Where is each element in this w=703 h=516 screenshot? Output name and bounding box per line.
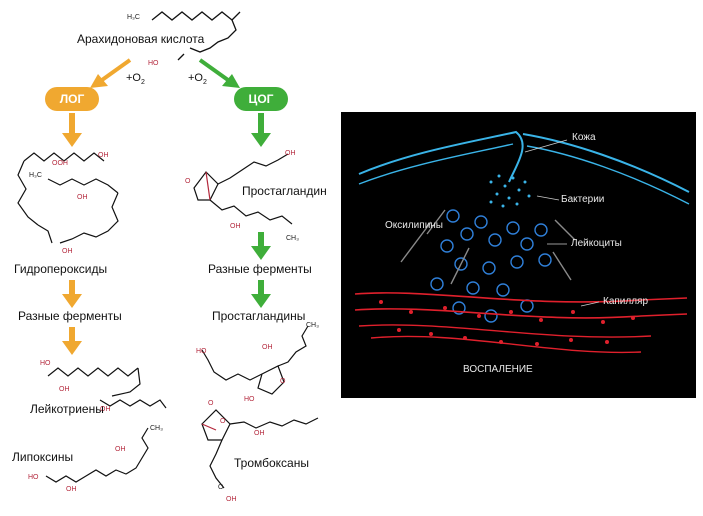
arachidonic-acid-structure: [151, 11, 241, 61]
acid-oh-label: HO: [148, 60, 159, 67]
lox-arrow-2: [62, 280, 82, 308]
prostaglandin-structure: [193, 153, 293, 225]
bacteria-label: Бактерии: [561, 194, 605, 205]
oxygen-left-label: +O2: [126, 72, 145, 87]
prostaglandin-methyl-label: CH₃: [286, 235, 299, 242]
prostaglandins-structure: [201, 325, 309, 395]
leukotriene-structure: [47, 367, 167, 409]
leukocytes-label: Лейкоциты: [571, 238, 622, 249]
thromboxane-o3-label: O: [218, 484, 224, 491]
prostaglandins-methyl-label: CH₃: [306, 322, 319, 329]
cox-enzyme-badge: ЦОГ: [234, 87, 288, 111]
lox-enzyme-badge: ЛОГ: [45, 87, 99, 111]
lipoxin-structure: [45, 427, 149, 483]
leukotriene-ho-label: HO: [40, 360, 51, 367]
thromboxane-structure: [201, 409, 319, 489]
left-enzymes-label: Разные ферменты: [18, 309, 122, 323]
thromboxanes-label: Тромбоксаны: [234, 456, 309, 470]
lipoxin-methyl-label: CH₃: [150, 425, 163, 432]
capillary-label: Капилляр: [603, 296, 649, 307]
hydroperoxide-methyl-label: H₃C: [29, 172, 42, 179]
thromboxane-o2-label: O: [220, 418, 226, 425]
thromboxane-oh2-label: OH: [226, 496, 237, 503]
thromboxane-oh-label: OH: [254, 430, 265, 437]
leukotrienes-label: Лейкотриены: [30, 402, 104, 416]
cox-arrow-1: [251, 113, 271, 147]
prostaglandin-o-label: O: [185, 178, 191, 185]
hydroperoxide-ooh-label: OOH: [52, 160, 68, 167]
inflammation-illustration: Кожа Бактерии Оксилипины Лейкоциты Капил…: [341, 112, 696, 398]
prostaglandins-ho-label: HO: [196, 348, 207, 355]
prostaglandins-ho2-label: HO: [244, 396, 255, 403]
lipoxins-label: Липоксины: [12, 450, 74, 464]
arachidonic-acid-label: Арахидоновая кислота: [77, 32, 205, 46]
oxylipins-label: Оксилипины: [385, 220, 443, 231]
lipoxin-ho-label: HO: [28, 474, 39, 481]
inflammation-drawing: [354, 130, 690, 354]
oxygen-right-label: +O2: [188, 72, 207, 87]
hydroperoxide-oh2-label: OH: [77, 194, 88, 201]
leukotriene-oh-label: OH: [59, 386, 70, 393]
skin-label: Кожа: [572, 132, 596, 143]
cox-arrow-3: [251, 280, 271, 308]
cox-arrow-2: [251, 232, 271, 260]
lipoxin-oh-label: OH: [115, 446, 126, 453]
right-enzymes-label: Разные ферменты: [208, 262, 312, 276]
prostaglandin-label: Простагландин: [242, 184, 327, 198]
inflammation-caption: ВОСПАЛЕНИЕ: [463, 364, 533, 375]
thromboxane-o-label: O: [208, 400, 214, 407]
lox-arrow-1: [62, 113, 82, 147]
hydroperoxides-label: Гидропероксиды: [14, 262, 108, 276]
hydroperoxide-structure: [17, 152, 119, 244]
hydroperoxide-oh-label: OH: [98, 152, 109, 159]
hydroperoxide-oh3-label: OH: [62, 248, 73, 255]
split-arrows: [90, 58, 240, 88]
lipoxin-oh2-label: OH: [66, 486, 77, 493]
prostaglandin-oh-label: OH: [285, 150, 296, 157]
prostaglandins-oh-label: OH: [262, 344, 273, 351]
prostaglandin-oh2-label: OH: [230, 223, 241, 230]
lox-arrow-3: [62, 327, 82, 355]
prostaglandins-o-label: O: [280, 378, 286, 385]
prostaglandins-label: Простагландины: [212, 309, 306, 323]
methyl-label: H₃C: [127, 14, 140, 21]
leukotriene-oh2-label: OH: [100, 406, 111, 413]
